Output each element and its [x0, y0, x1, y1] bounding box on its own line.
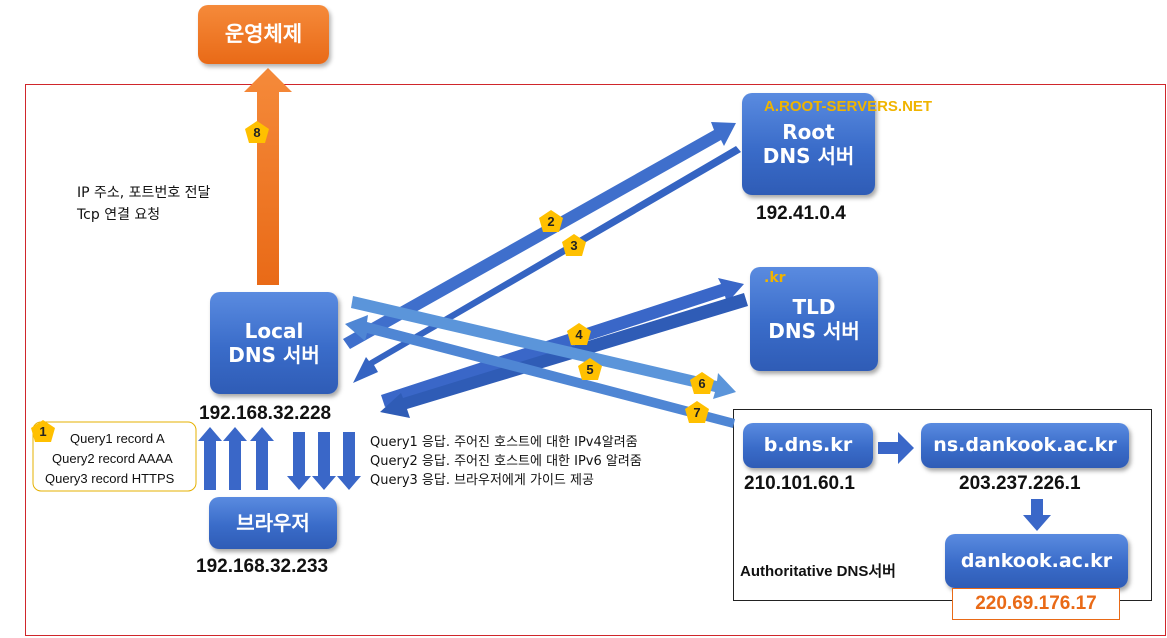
outer-frame — [25, 84, 1166, 636]
step-number-8: 8 — [253, 124, 261, 140]
step-badge-6: 6 — [689, 371, 715, 395]
dankook-label: dankook.ac.kr — [960, 549, 1113, 572]
query-label-3: Query3 record HTTPS — [45, 471, 175, 486]
b-dns-label: b.dns.kr — [763, 434, 853, 457]
tld-dns-line2: DNS 서버 — [768, 319, 860, 343]
local-dns-ip: 192.168.32.228 — [199, 403, 332, 424]
step-badge-5: 5 — [577, 357, 603, 381]
local-dns-line2: DNS 서버 — [228, 343, 320, 367]
ns-dankook-box[interactable]: ns.dankook.ac.kr — [921, 423, 1129, 468]
root-dns-line2: DNS 서버 — [762, 144, 855, 168]
arrow-query-1 — [198, 427, 222, 490]
arrow-ns-to-dankook — [1023, 499, 1051, 531]
step-number-5: 5 — [586, 361, 594, 377]
query-label-2: Query2 record AAAA — [52, 451, 173, 466]
root-dns-line1: Root — [782, 120, 835, 144]
tld-dns-line1: TLD — [792, 295, 836, 319]
os-label: 운영체제 — [224, 21, 303, 46]
dankook-ip: 220.69.176.17 — [975, 593, 1097, 614]
authoritative-label: Authoritative DNS서버 — [740, 563, 896, 580]
browser-ip: 192.168.32.233 — [196, 556, 329, 577]
arrow-query-3 — [250, 427, 274, 490]
tcp-note-line1: IP 주소, 포트번호 전달 — [77, 185, 211, 201]
arrow-response-2 — [312, 432, 336, 490]
step-badge-1: 1 — [30, 419, 56, 443]
tld-name: .kr — [764, 270, 786, 286]
arrow-4-local-to-tld — [381, 278, 744, 407]
browser-box[interactable]: 브라우저 — [209, 497, 337, 549]
step-badge-3: 3 — [561, 233, 587, 257]
arrow-3-root-to-local — [353, 146, 741, 383]
response-label-1: Query1 응답. 주어진 호스트에 대한 IPv4알려줌 — [370, 435, 638, 450]
step-badge-7: 7 — [684, 400, 710, 424]
step-badge-2: 2 — [538, 209, 564, 233]
arrow-bdns-to-ns — [878, 432, 914, 464]
query-callout-box — [32, 421, 197, 492]
step-badge-8: 8 — [244, 120, 270, 144]
arrow-8-local-to-os — [244, 68, 292, 285]
response-label-3: Query3 응답. 브라우저에게 가이드 제공 — [370, 473, 594, 488]
local-dns-line1: Local — [244, 319, 304, 343]
step-number-6: 6 — [698, 375, 706, 391]
ns-dankook-ip: 203.237.226.1 — [959, 473, 1081, 494]
response-label-2: Query2 응답. 주어진 호스트에 대한 IPv6 알려줌 — [370, 454, 642, 469]
step-number-3: 3 — [570, 237, 578, 253]
b-dns-ip: 210.101.60.1 — [744, 473, 855, 494]
tcp-note-line2: Tcp 연결 요청 — [77, 207, 161, 223]
step-number-4: 4 — [575, 326, 583, 342]
browser-label: 브라우저 — [236, 511, 310, 535]
ns-dankook-label: ns.dankook.ac.kr — [933, 434, 1117, 457]
tld-dns-box[interactable]: TLD DNS 서버 — [750, 267, 878, 371]
arrow-response-1 — [287, 432, 311, 490]
os-box[interactable]: 운영체제 — [198, 5, 329, 64]
step-number-2: 2 — [547, 213, 555, 229]
root-dns-box[interactable]: Root DNS 서버 — [742, 93, 875, 195]
step-badge-4: 4 — [566, 322, 592, 346]
root-dns-ip: 192.41.0.4 — [756, 203, 846, 224]
dankook-ip-box: 220.69.176.17 — [952, 588, 1120, 620]
query-label-1: Query1 record A — [70, 431, 165, 446]
step-number-1: 1 — [39, 423, 47, 439]
root-server-name: A.ROOT-SERVERS.NET — [764, 98, 933, 115]
arrow-query-2 — [223, 427, 247, 490]
arrow-2-local-to-root — [343, 122, 736, 349]
b-dns-box[interactable]: b.dns.kr — [743, 423, 873, 468]
arrow-response-3 — [337, 432, 361, 490]
dankook-box[interactable]: dankook.ac.kr — [945, 534, 1128, 588]
arrow-7-auth-to-local — [345, 315, 735, 428]
local-dns-box[interactable]: Local DNS 서버 — [210, 292, 338, 394]
arrow-6-local-to-auth — [351, 296, 736, 399]
step-number-7: 7 — [693, 404, 701, 420]
